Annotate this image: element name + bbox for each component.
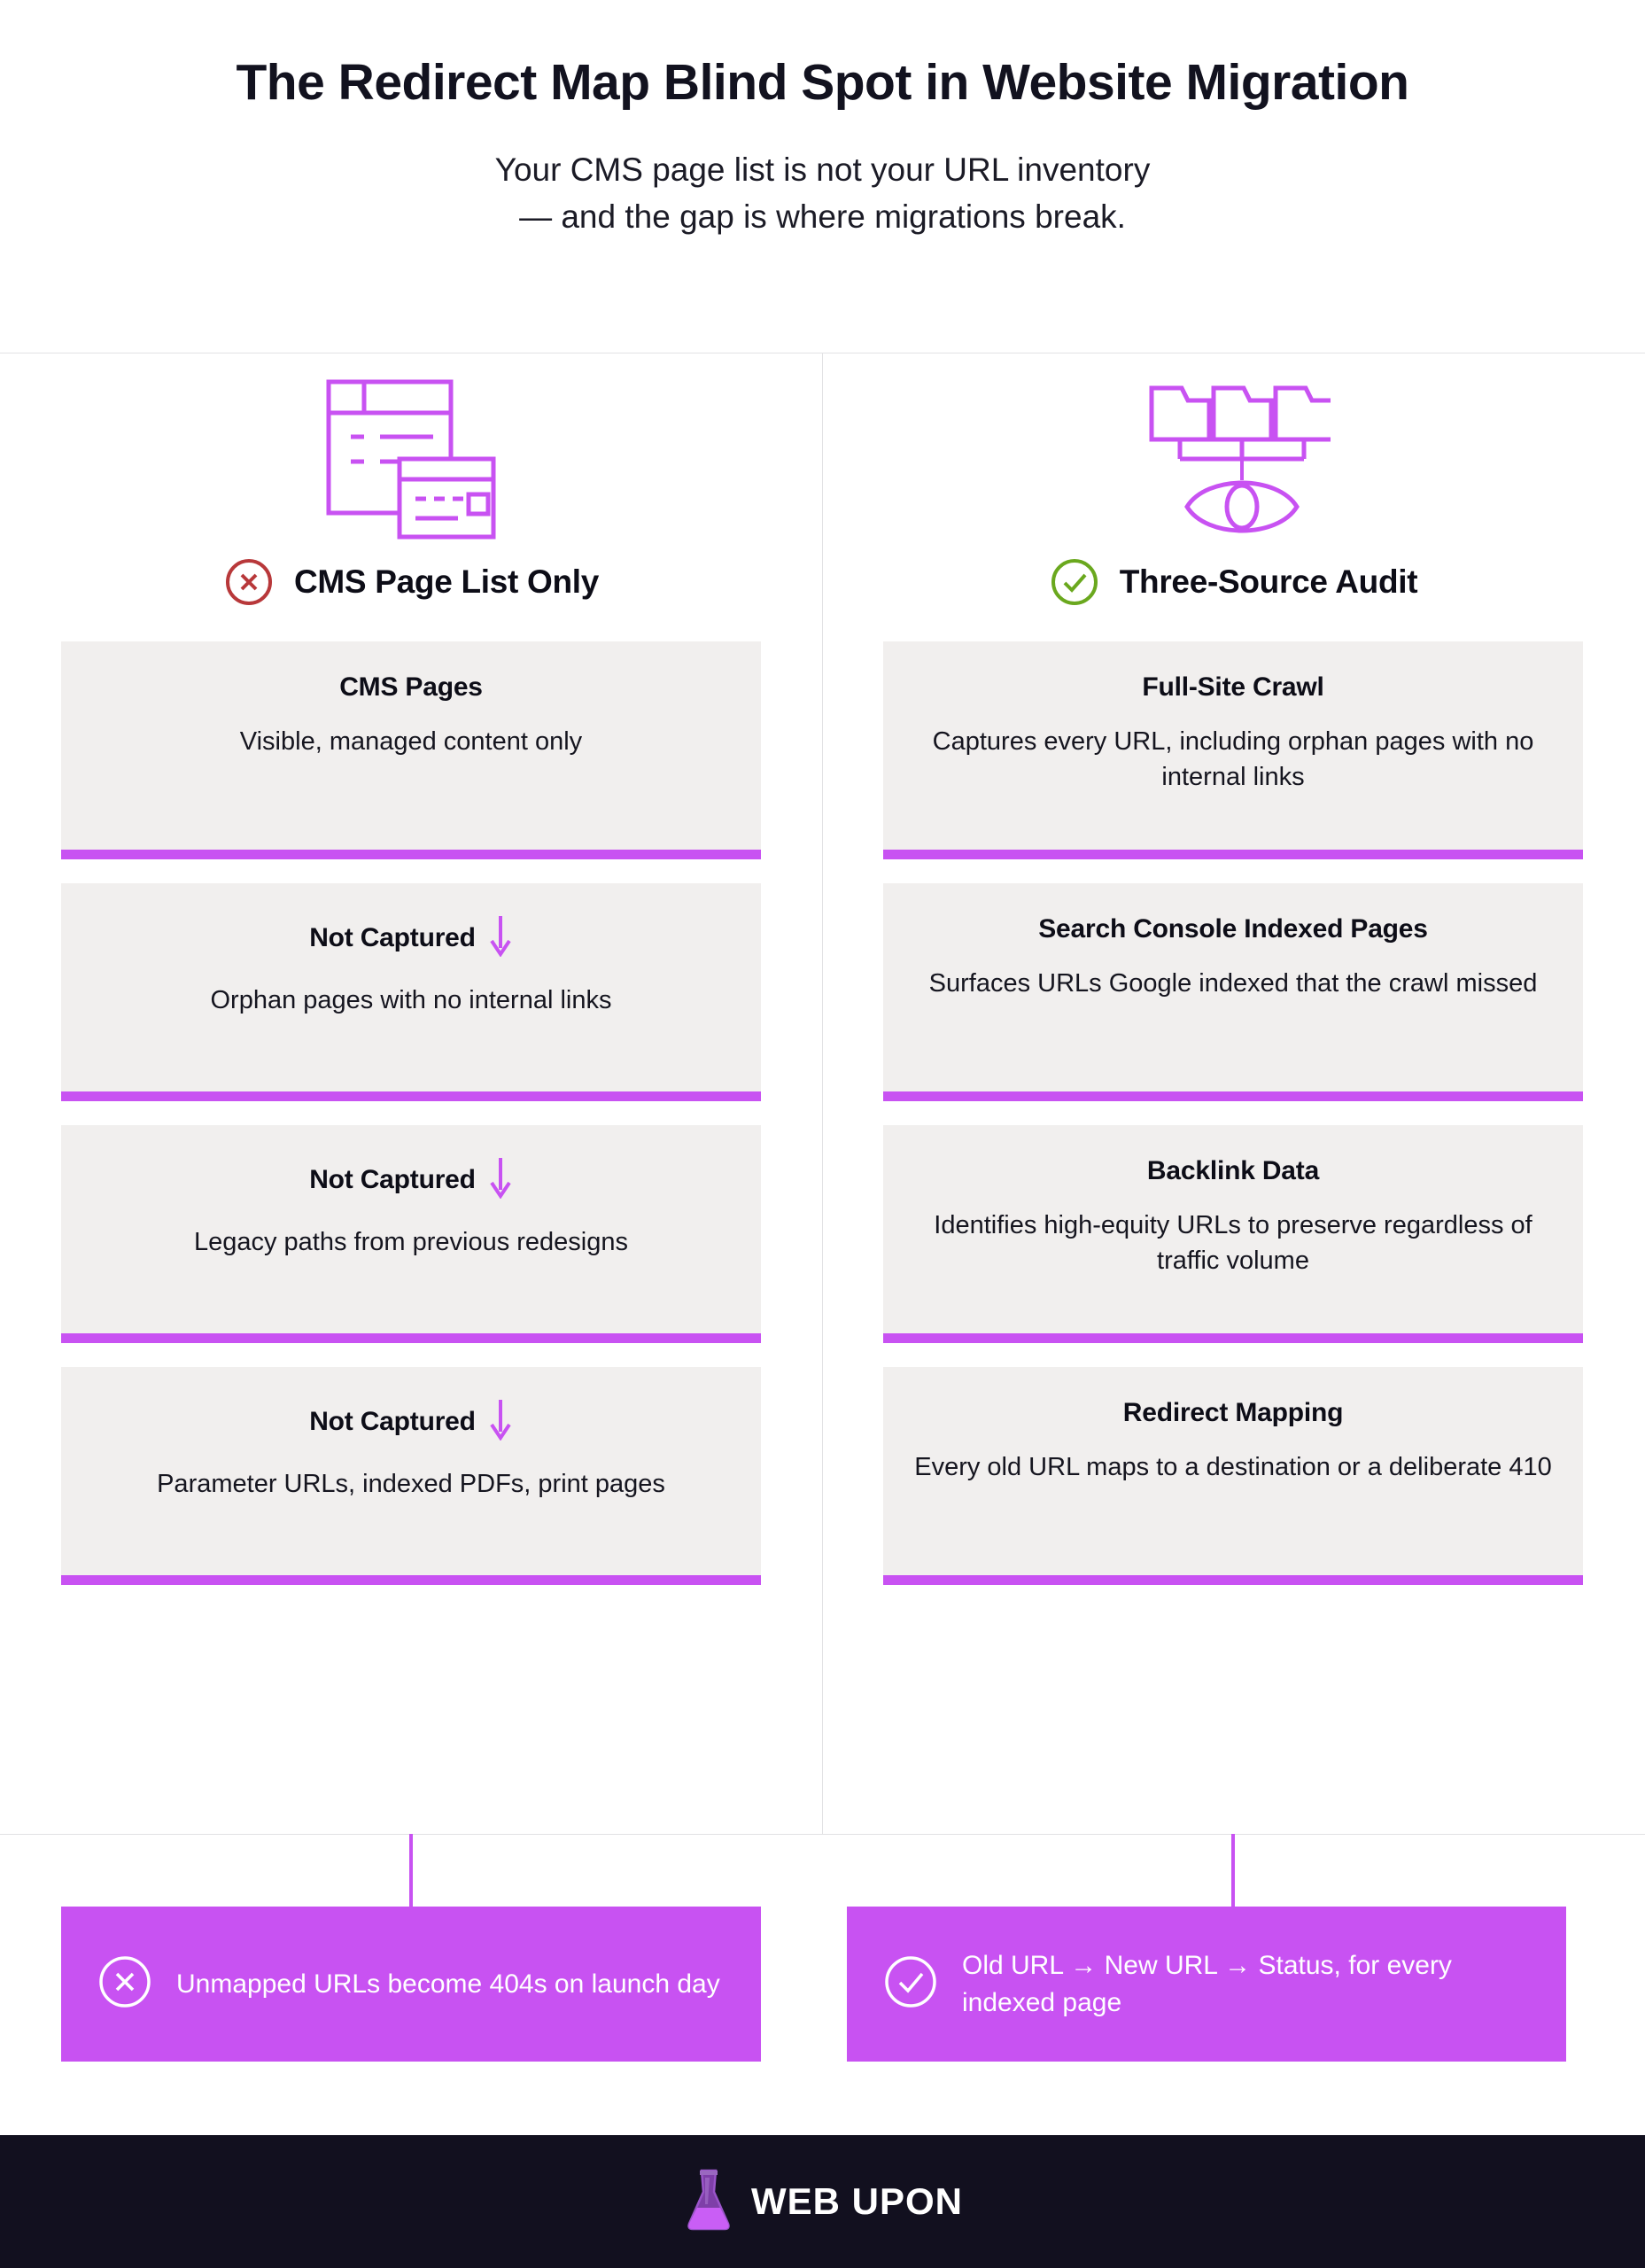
card-full-site-crawl: Full-Site Crawl Captures every URL, incl… — [883, 641, 1583, 859]
card-backlink-data: Backlink Data Identifies high-equity URL… — [883, 1125, 1583, 1343]
card-title-row: Backlink Data — [1147, 1156, 1319, 1186]
column-heading-label: CMS Page List Only — [293, 563, 600, 600]
outcome-divider — [0, 1834, 1645, 1835]
outcome-banner-unmapped-urls: Unmapped URLs become 404s on launch day — [61, 1907, 761, 2062]
comparison-columns: CMS Page List Only CMS Pages Visible, ma… — [0, 353, 1645, 1930]
card-title: Not Captured — [309, 1406, 476, 1436]
card-title: Full-Site Crawl — [1142, 672, 1324, 702]
card-redirect-mapping: Redirect Mapping Every old URL maps to a… — [883, 1367, 1583, 1585]
arrow-down-icon — [488, 1398, 513, 1445]
card-description: Identifies high-equity URLs to preserve … — [934, 1211, 1532, 1276]
card-description: Surfaces URLs Google indexed that the cr… — [928, 969, 1538, 998]
outcome-text: Old URL → New URL → Status, for every in… — [962, 1950, 1452, 2017]
card-description: Every old URL maps to a destination or a… — [914, 1453, 1552, 1481]
footer-bar: WEB UPON — [0, 2135, 1645, 2268]
brand-name: WEB UPON — [751, 2180, 963, 2222]
x-circle-icon — [223, 556, 275, 608]
column-divider — [822, 353, 823, 1835]
card-cms-pages: CMS Pages Visible, managed content only — [61, 641, 761, 859]
column-heading-label: Three-Source Audit — [1119, 563, 1418, 600]
check-circle-icon — [882, 1953, 939, 2015]
card-description: Parameter URLs, indexed PDFs, print page… — [157, 1470, 665, 1498]
cms-pages-window-icon — [61, 353, 761, 544]
card-not-captured-legacy: Not Captured Legacy paths from previous … — [61, 1125, 761, 1343]
card-title: Redirect Mapping — [1122, 1398, 1344, 1427]
folders-eye-audit-icon — [883, 353, 1583, 544]
arrow-down-icon — [488, 1156, 513, 1203]
card-not-captured-parameter: Not Captured Parameter URLs, indexed PDF… — [61, 1367, 761, 1585]
card-title: Backlink Data — [1146, 1156, 1320, 1185]
column-heading-audit: Three-Source Audit — [883, 556, 1583, 608]
page-header: The Redirect Map Blind Spot in Website M… — [0, 0, 1645, 240]
arrow-down-icon — [488, 914, 513, 961]
column-heading-cms: CMS Page List Only — [61, 556, 761, 608]
card-description: Orphan pages with no internal links — [210, 986, 612, 1014]
card-title: Not Captured — [309, 1164, 476, 1194]
card-title-row: Not Captured — [309, 914, 513, 961]
card-title-row: Not Captured — [309, 1156, 513, 1203]
card-description: Captures every URL, including orphan pag… — [932, 727, 1534, 792]
x-circle-icon — [97, 1953, 153, 2015]
outcome-banners: Unmapped URLs become 404s on launch day … — [0, 1907, 1645, 2062]
card-title: Search Console Indexed Pages — [1038, 914, 1428, 944]
card-title-row: CMS Pages — [339, 672, 483, 703]
flask-icon — [682, 2165, 735, 2239]
page-subtitle: Your CMS page list is not your URL inven… — [71, 147, 1574, 240]
page-title: The Redirect Map Blind Spot in Website M… — [236, 54, 1409, 111]
outcome-banner-redirect-map: Old URL → New URL → Status, for every in… — [847, 1907, 1566, 2062]
card-description: Visible, managed content only — [239, 727, 583, 756]
card-description: Legacy paths from previous redesigns — [193, 1228, 629, 1256]
card-title-row: Redirect Mapping — [1123, 1398, 1344, 1428]
subtitle-line-1: Your CMS page list is not your URL inven… — [494, 151, 1151, 189]
outcome-wrap-left: Unmapped URLs become 404s on launch day — [0, 1907, 822, 2062]
outcome-text: Unmapped URLs become 404s on launch day — [176, 1969, 720, 1999]
card-title-row: Full-Site Crawl — [1142, 672, 1324, 703]
card-search-console-indexed-pages: Search Console Indexed Pages Surfaces UR… — [883, 883, 1583, 1101]
subtitle-line-2: — and the gap is where migrations break. — [519, 198, 1126, 235]
card-title: CMS Pages — [339, 672, 483, 702]
column-three-source-audit: Three-Source Audit Full-Site Crawl Captu… — [822, 353, 1644, 1930]
card-title-row: Search Console Indexed Pages — [1038, 914, 1428, 944]
column-cms-page-list-only: CMS Page List Only CMS Pages Visible, ma… — [0, 353, 822, 1930]
card-title-row: Not Captured — [309, 1398, 513, 1445]
card-title: Not Captured — [309, 922, 476, 952]
card-not-captured-orphan: Not Captured Orphan pages with no intern… — [61, 883, 761, 1101]
outcome-wrap-right: Old URL → New URL → Status, for every in… — [822, 1907, 1644, 2062]
check-circle-icon — [1049, 556, 1100, 608]
